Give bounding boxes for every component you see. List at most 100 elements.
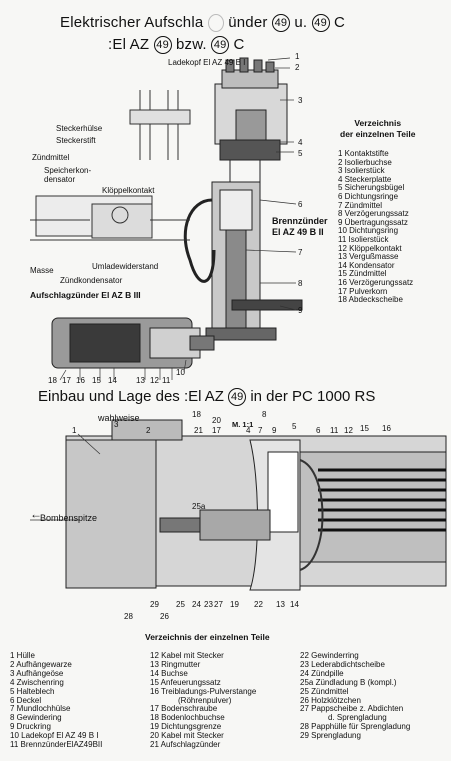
callout-3: 3 [114,420,119,429]
list-item: 3 Aufhängeöse [10,668,64,678]
callout-17: 17 [62,376,71,385]
circle-49: 49 [311,14,330,33]
callout-1: 1 [72,426,77,435]
label-ladekopf: Ladekopf El AZ 49 B I [168,58,246,67]
callout-4: 4 [246,426,251,435]
list-item: d. Sprengladung [328,713,387,723]
parts-list-item: 3 Isolierstück [338,166,385,176]
list-item: 2 Aufhängewarze [10,659,72,669]
callout-11: 11 [330,426,339,435]
parts-list-item: 7 Zündmittel [338,200,383,210]
list-item: 24 Zündpille [300,668,344,678]
list-item: 19 Dichtungsgrenze [150,722,222,732]
callout-12: 12 [344,426,353,435]
callout-4: 4 [298,138,303,147]
label-wahlweise: wahlweise [98,413,140,423]
parts-list-item: 2 Isolierbuchse [338,157,392,167]
leader-lines [30,57,297,521]
callout-23: 23 [204,600,213,609]
circuit-drawing [30,195,190,241]
parts-list-item: 17 Pulverkorn [338,286,388,296]
list-item: 25a Zündladung B (kompl.) [300,677,397,687]
callout-22: 22 [254,600,263,609]
ladekopf-drawing [214,57,288,200]
callout-8: 8 [298,279,303,288]
callout-16: 16 [76,376,85,385]
callout-25: 25 [176,600,185,609]
list-item: 1 Hülle [10,651,35,660]
callout-2: 2 [295,63,300,72]
callout-14: 14 [108,376,117,385]
callout-26: 26 [160,612,169,621]
callout-9: 9 [272,426,277,435]
callout-9: 9 [298,306,303,315]
list-item: 7 Mundlochhülse [10,704,71,714]
bomb-section-drawing [65,419,447,591]
parts-list-item: 12 Klöppelkontakt [338,243,402,253]
list-item: 17 Bodenschraube [150,704,218,714]
stecker-detail [129,90,191,160]
circle-49: 49 [228,388,247,407]
callout-20: 20 [212,416,221,425]
label-steckerhuelse: Steckerhülse [56,124,103,133]
section2-list-title: Verzeichnis der einzelnen Teile [145,632,270,642]
list-item: 9 Druckring [10,722,51,732]
callout-13: 13 [136,376,145,385]
list-item: 12 Kabel mit Stecker [150,651,224,660]
callout-15: 15 [360,424,369,433]
parts-list-title: Verzeichnis der einzelnen Teile [340,118,416,139]
callout-7: 7 [258,426,263,435]
list-item: 22 Gewinderring [300,651,359,660]
parts-list-item: 8 Verzögerungssatz [338,209,409,219]
list-item: 20 Kabel mit Stecker [150,731,224,741]
callout-14: 14 [290,600,299,609]
list-item: (Röhrenpulver) [178,695,232,705]
label-kloeppelkontakt: Klöppelkontakt [102,186,155,195]
callout-19: 19 [230,600,239,609]
list-item: 6 Deckel [10,695,42,705]
callout-21: 21 [194,426,203,435]
list-item: 10 Ladekopf El AZ 49 B I [10,731,99,741]
callout-5: 5 [292,422,297,431]
list-item: 26 Holzklötzchen [300,695,361,705]
callout-1: 1 [295,52,300,61]
callout-27: 27 [214,600,223,609]
section2-title: Einbau und Lage des :El AZ 49 in der PC … [38,388,376,407]
list-item: 29 Sprengladung [300,731,361,741]
list-item: 13 Ringmutter [150,659,201,669]
callout-17: 17 [212,426,221,435]
callout-8: 8 [262,410,267,419]
parts-list-item: 14 Kondensator [338,260,395,270]
parts-list-item: 6 Dichtungsringe [338,191,399,201]
list-item: 5 Halteblech [10,686,55,696]
callout-10: 10 [176,368,185,377]
list-item: 8 Gewindering [10,713,62,723]
callout-24: 24 [192,600,201,609]
parts-list-item: 13 Vergußmasse [338,252,399,262]
callout-28: 28 [124,612,133,621]
label-bombenspitze: Bombenspitze [40,513,98,523]
callout-2: 2 [146,426,151,435]
list-item: 14 Buchse [150,668,188,678]
list-item: 4 Zwischenring [10,677,64,687]
list-item: 18 Bodenlochbuchse [150,713,225,723]
aufschlagzuender-drawing [51,317,215,369]
callout-3: 3 [298,96,303,105]
brennzuender-drawing [183,181,303,341]
callout-5: 5 [298,149,303,158]
list-item: 28 Papphülle für Sprengladung [300,722,411,732]
list-item: 25 Zündmittel [300,686,349,696]
label-brennzuender: Brennzünder El AZ 49 B II [272,216,328,237]
callout-12: 12 [150,376,159,385]
label-zuendkondensator: Zündkondensator [60,276,123,285]
parts-list-item: 16 Verzögerungssatz [338,277,414,287]
callout-18: 18 [48,376,57,385]
callout-29: 29 [150,600,159,609]
callout-6: 6 [298,200,303,209]
list-item: 11 BrennzünderElAZ49BII [10,740,103,750]
callout-15: 15 [92,376,101,385]
callout-13: 13 [276,600,285,609]
parts-list-item: 15 Zündmittel [338,269,387,279]
